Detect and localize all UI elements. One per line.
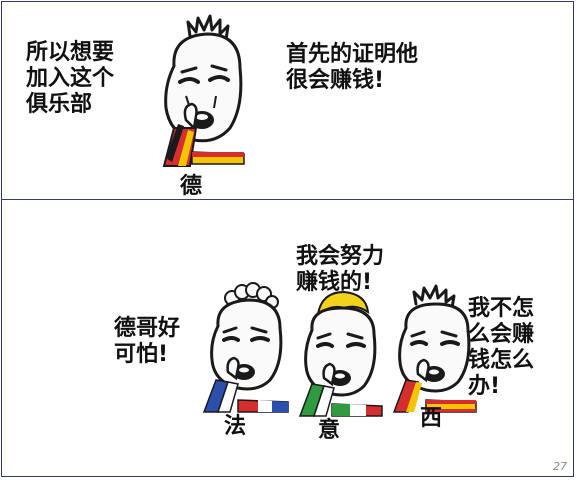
spain-name-label: 西 <box>420 406 443 431</box>
germany-name-label: 德 <box>180 174 203 199</box>
panel-divider <box>2 199 573 200</box>
germany-face-icon <box>162 14 245 167</box>
top-right-speech: 首先的证明他 很会赚钱! <box>286 42 419 93</box>
france-name-label: 法 <box>224 414 247 439</box>
italy-face-icon <box>298 290 383 417</box>
page-number: 27 <box>553 460 567 473</box>
italy-speech: 我会努力 赚钱的! <box>296 244 385 295</box>
top-left-speech: 所以想要 加入这个 俱乐部 <box>26 40 115 117</box>
spain-speech: 我不怎 么会赚 钱怎么 办! <box>468 296 535 399</box>
spain-face-icon <box>392 284 477 413</box>
italy-name-label: 意 <box>318 418 341 443</box>
france-speech: 德哥好 可怕! <box>114 316 181 367</box>
france-face-icon <box>202 282 289 413</box>
